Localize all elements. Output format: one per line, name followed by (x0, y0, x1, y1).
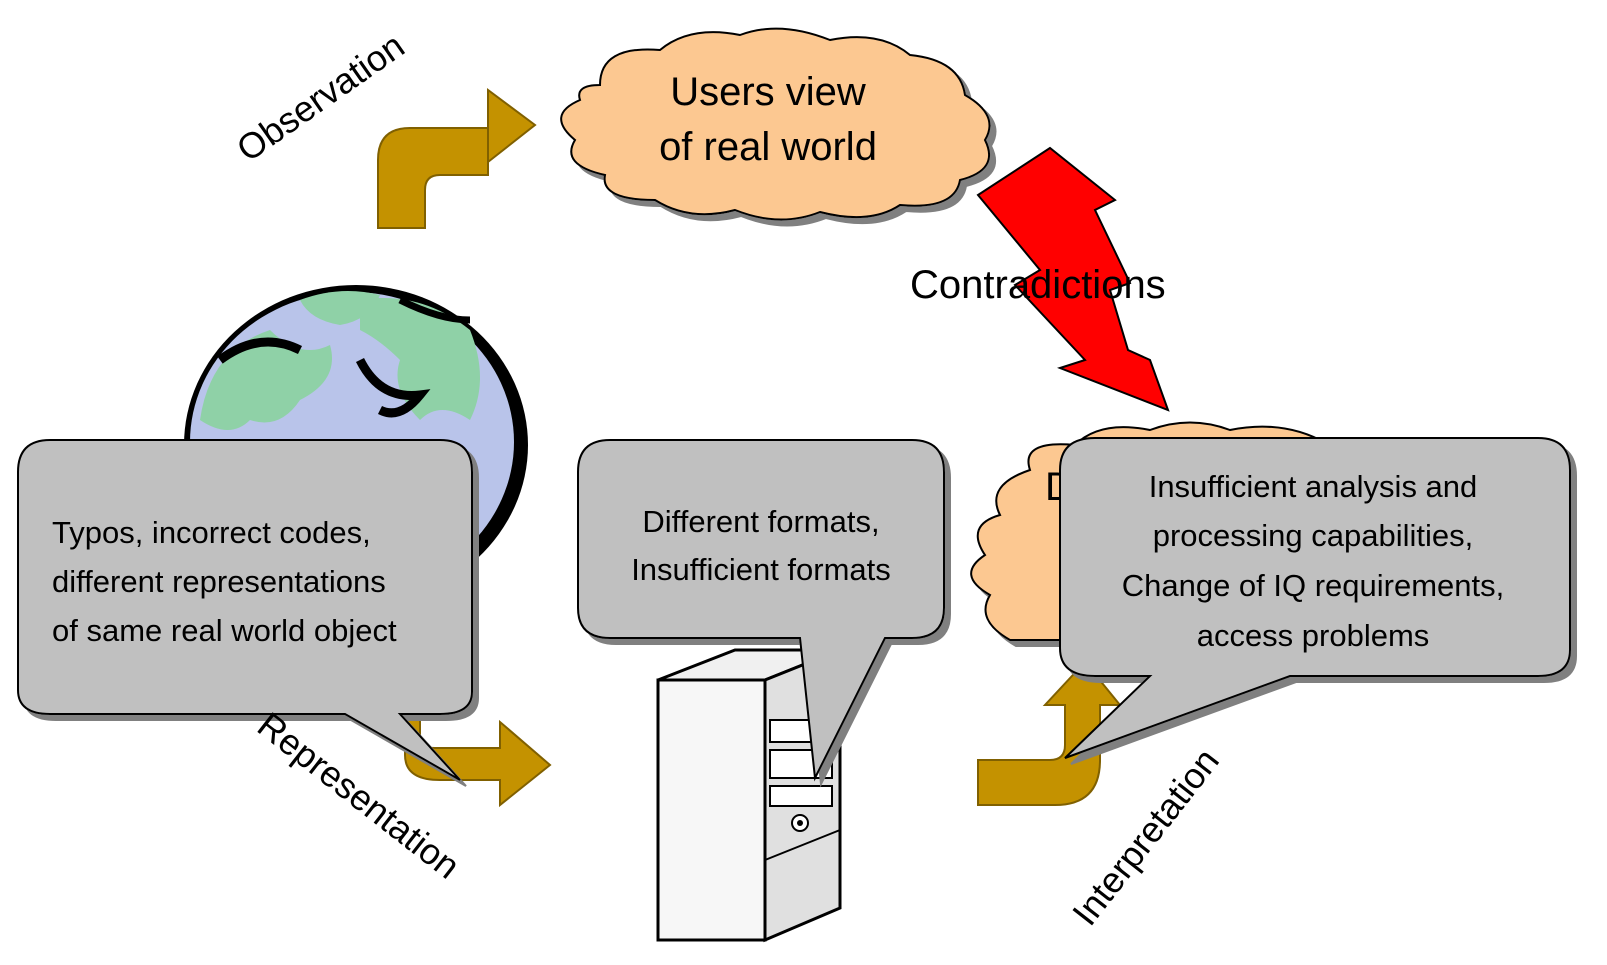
callout-left-line-1: Typos, incorrect codes, (52, 515, 371, 550)
callout-center-line-2: Insufficient formats (631, 552, 891, 587)
callout-left-line-3: of same real world object (52, 613, 397, 648)
interpretation-arrow (977, 660, 1123, 806)
users-view-line-2: of real world (659, 125, 877, 169)
callout-center (577, 439, 945, 782)
representation-label: Representation (250, 704, 468, 887)
observation-arrow (377, 88, 537, 229)
callout-center-line-1: Different formats, (642, 504, 879, 539)
callout-left-line-2: different representations (52, 564, 386, 599)
lightning-bolt-icon (976, 146, 1170, 412)
users-view-cloud (560, 27, 991, 221)
callout-left (17, 439, 473, 781)
callout-right-line-4: access problems (1197, 618, 1430, 653)
callout-right-line-2: processing capabilities, (1153, 518, 1474, 553)
contradictions-label: Contradictions (910, 263, 1166, 307)
callout-right (1059, 437, 1571, 759)
callout-right-line-1: Insufficient analysis and (1149, 469, 1478, 504)
callout-right-line-3: Change of IQ requirements, (1122, 568, 1505, 603)
users-view-line-1: Users view (670, 70, 866, 114)
